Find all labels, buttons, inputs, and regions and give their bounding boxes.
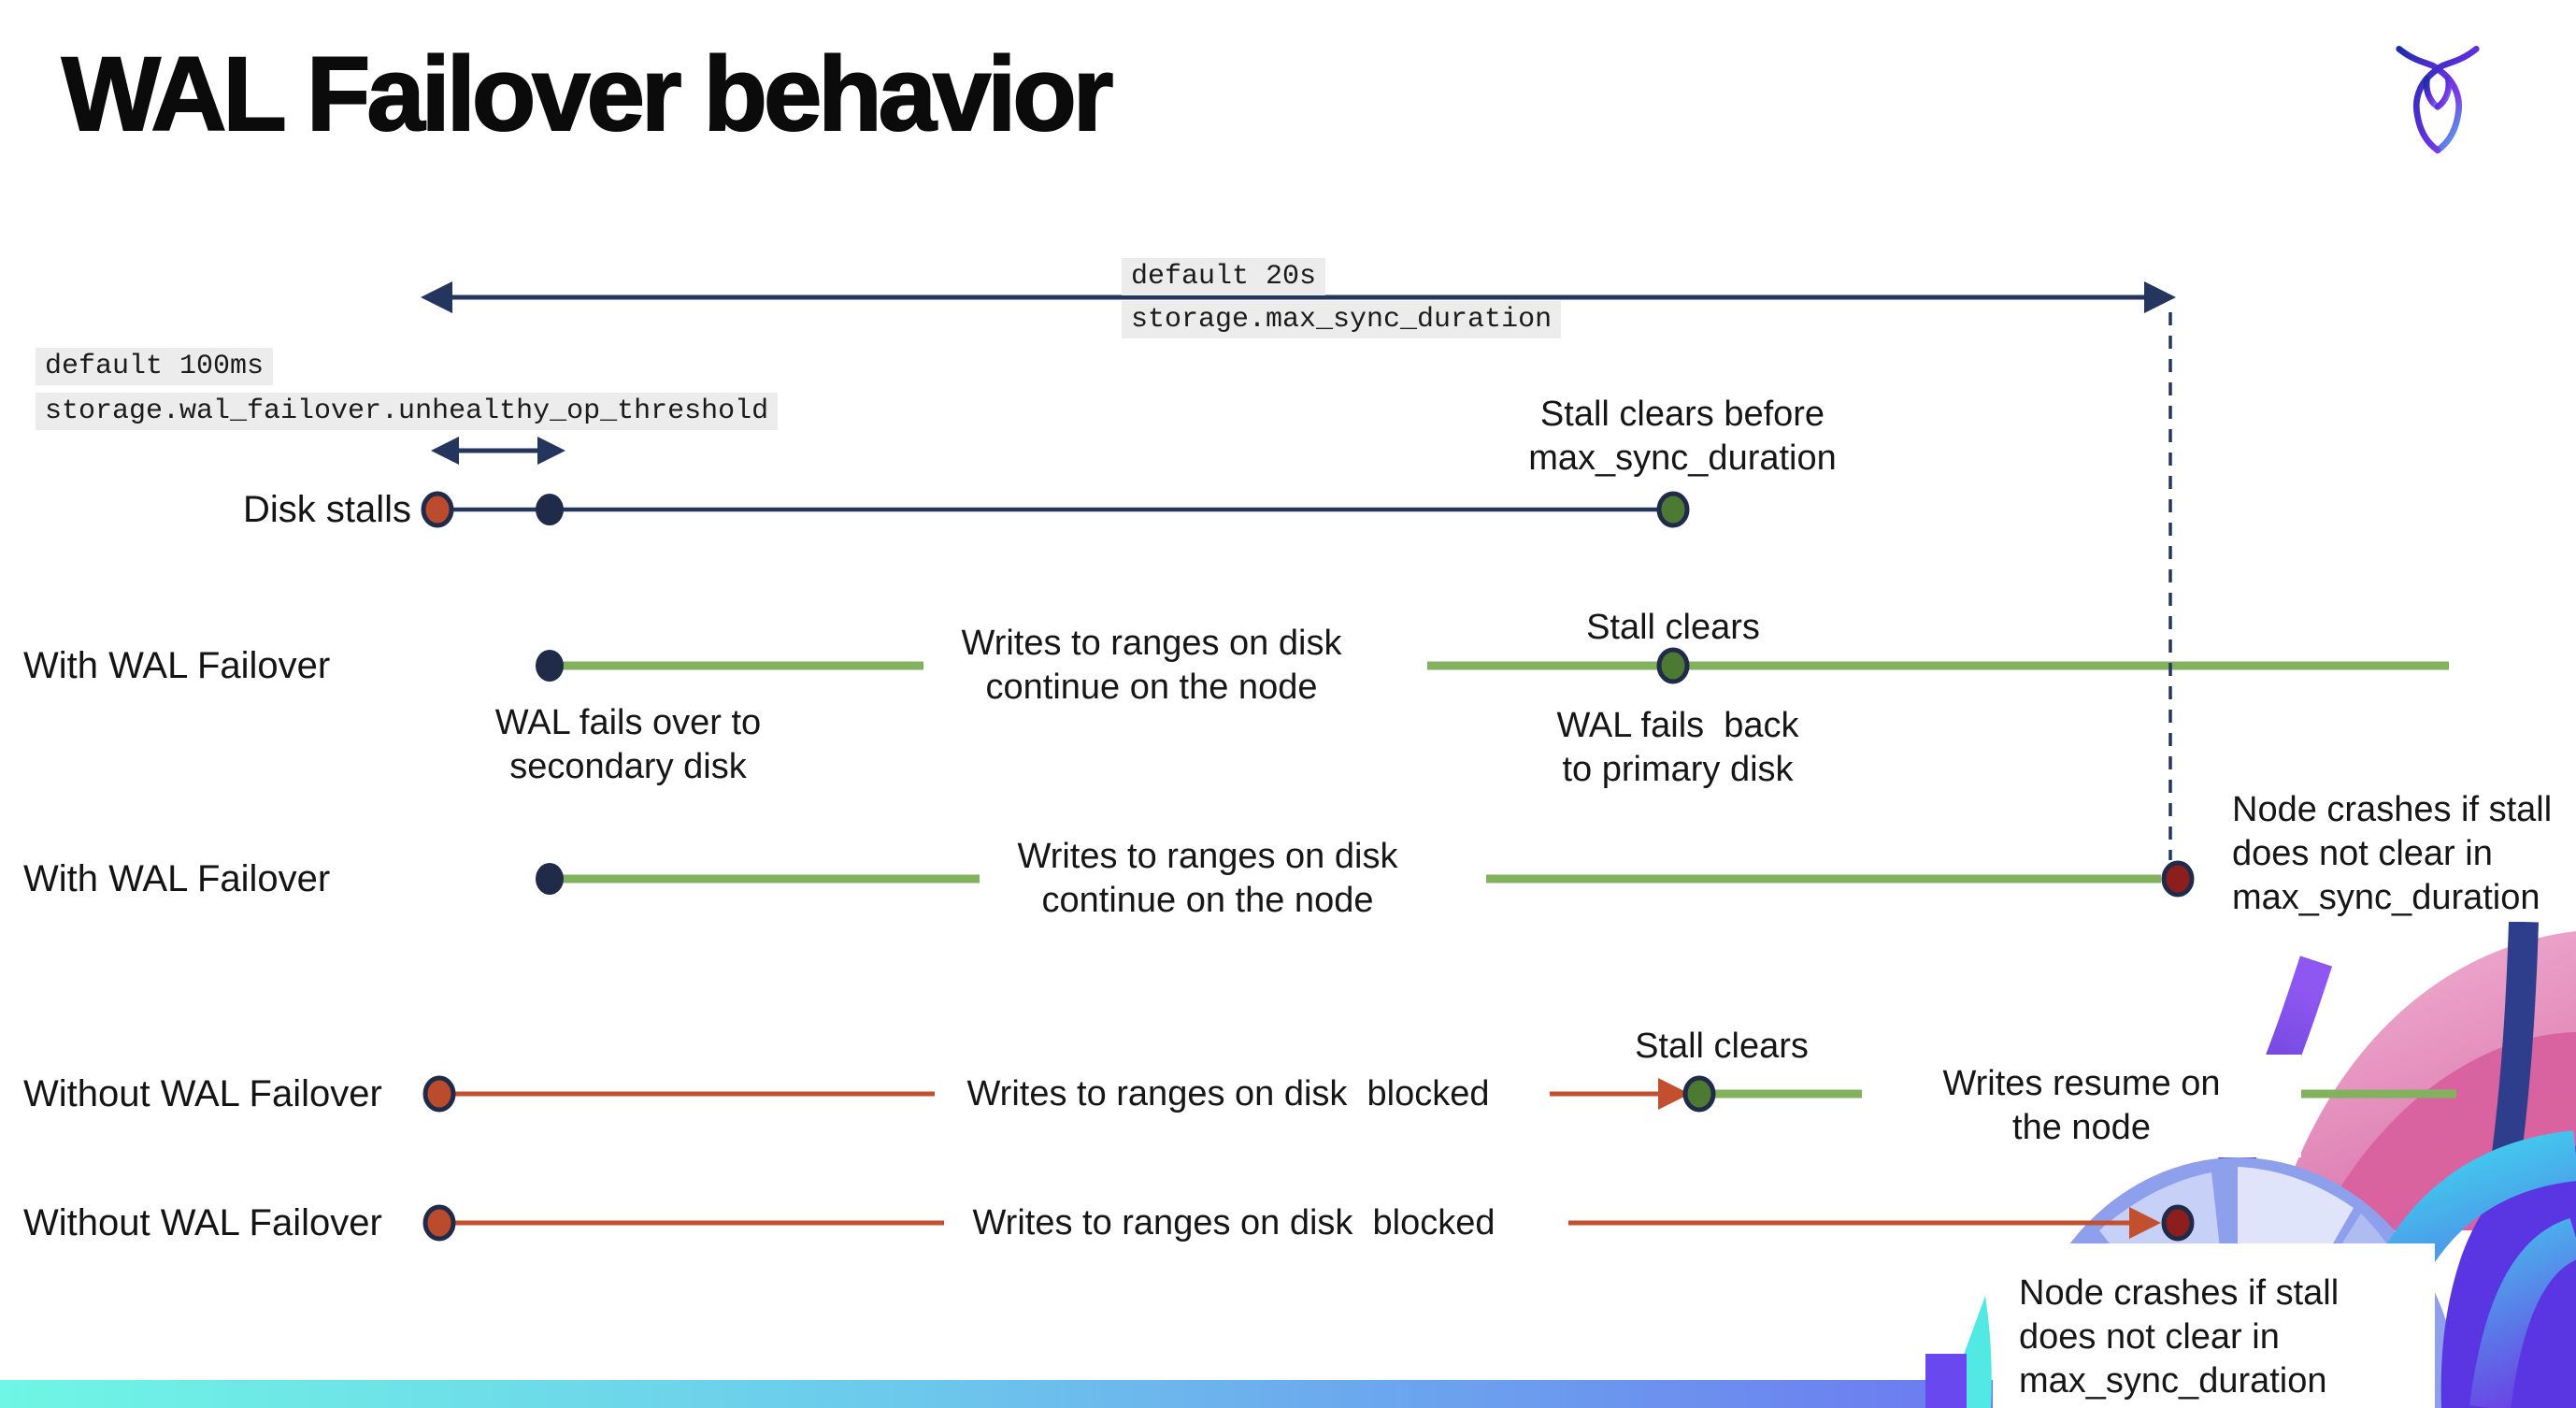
cockroachdb-logo-icon: [2396, 45, 2480, 154]
note-node-crashes-row5: Node crashes if stall does not clear in …: [2019, 1273, 2340, 1401]
crash-note-card: Node crashes if stall does not clear in …: [1993, 1243, 2435, 1408]
note-writes-resume: Writes resume on the node: [1862, 1055, 2301, 1157]
note-node-crashes-row3: Node crashes if stall does not clear in …: [2232, 790, 2553, 917]
threshold-reached-dot: [536, 494, 564, 525]
note-wal-fails-back: WAL fails back to primary disk: [1556, 706, 1799, 789]
failover-dot-row2: [536, 650, 564, 682]
cockroach-mark: [2396, 45, 2480, 154]
row-label-without-wal-failover-2: Without WAL Failover: [23, 1202, 382, 1243]
blue-arch-band: [2469, 1217, 2576, 1408]
max-sync-setting-label: storage.max_sync_duration: [1122, 301, 1562, 338]
threshold-arrowhead-right-icon: [537, 437, 565, 465]
note-writes-blocked-row5: Writes to ranges on disk blocked: [972, 1203, 1496, 1243]
stall-clears-dot-row2: [1656, 647, 1690, 684]
note-writes-blocked-row4: Writes to ranges on disk blocked: [966, 1074, 1490, 1113]
note-stall-clears-row2: Stall clears: [1586, 608, 1760, 647]
row5-red-arrowhead-icon: [2129, 1207, 2161, 1239]
stall-start-dot: [421, 491, 454, 528]
node-crash-dot-row3: [2161, 860, 2195, 898]
max-sync-default-label: default 20s: [1122, 258, 1326, 295]
row4-red-arrowhead-icon: [1658, 1078, 1690, 1110]
arrowhead-right-icon: [2144, 281, 2176, 313]
note-writes-continue-row3: Writes to ranges on disk continue on the…: [1017, 837, 1398, 920]
row-label-without-wal-failover-1: Without WAL Failover: [23, 1073, 382, 1114]
threshold-default-label: default 100ms: [36, 348, 274, 385]
note-stall-clears-row4: Stall clears: [1635, 1027, 1809, 1066]
threshold-arrowhead-left-icon: [431, 437, 459, 465]
stall-start-dot-row4: [422, 1075, 456, 1113]
purple-chip: [1925, 1354, 1967, 1408]
node-crash-dot-row5: [2161, 1204, 2195, 1242]
note-stall-clears-before: Stall clears before max_sync_duration: [1528, 395, 1837, 478]
row-label-with-wal-failover-1: With WAL Failover: [23, 645, 331, 686]
note-wal-fails-over: WAL fails over to secondary disk: [494, 703, 762, 786]
stall-start-dot-row5: [422, 1204, 456, 1242]
stall-clears-dot-row1: [1656, 491, 1690, 528]
arrowhead-left-icon: [421, 281, 452, 313]
failover-dot-row3: [536, 863, 564, 895]
note-writes-continue-row2: Writes to ranges on disk continue on the…: [961, 624, 1342, 707]
threshold-setting-label: storage.wal_failover.unhealthy_op_thresh…: [36, 393, 779, 430]
page-title: WAL Failover behavior: [61, 35, 1114, 153]
row-label-with-wal-failover-2: With WAL Failover: [23, 858, 331, 899]
row-label-disk-stalls: Disk stalls: [242, 489, 411, 530]
stall-clears-dot-row4: [1682, 1075, 1716, 1113]
